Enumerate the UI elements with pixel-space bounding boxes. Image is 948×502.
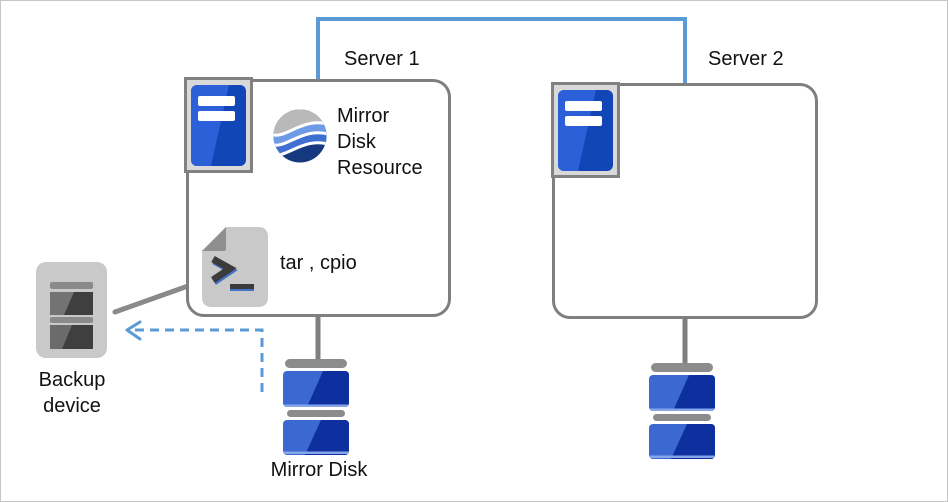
backup-flow-arrowhead-icon (125, 320, 142, 341)
mirror-disk-icon-server1 (283, 359, 349, 455)
mirror-disk-resource-icon (273, 109, 327, 163)
backup-device-icon (36, 262, 107, 358)
server2-box (552, 83, 818, 319)
backup-device-label: Backup device (38, 369, 106, 417)
mirror-disk-label: Mirror Disk (270, 459, 368, 481)
backup-flow-dashed-line (129, 328, 264, 392)
server2-tower-icon (551, 82, 620, 178)
server1-tower-icon (184, 77, 253, 173)
mirror-disk-icon-server2 (649, 363, 715, 459)
server1-label: Server 1 (344, 48, 420, 70)
backup-device-connector (112, 283, 191, 315)
backup-commands-label: tar , cpio (280, 252, 357, 274)
mirror-disk-resource-label: Mirror Disk Resource (337, 105, 423, 179)
server2-label: Server 2 (708, 48, 784, 70)
script-file-icon (202, 227, 268, 307)
